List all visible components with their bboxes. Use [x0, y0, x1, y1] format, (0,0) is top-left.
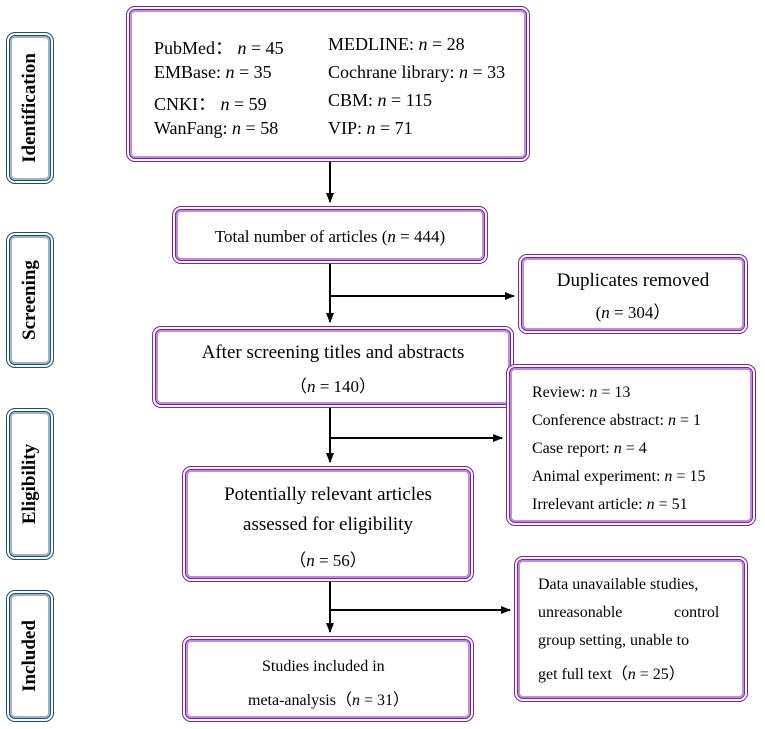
- duplicates-removed-box: Duplicates removed (n = 304）: [518, 254, 748, 334]
- total-articles-box: Total number of articles (n = 444): [172, 206, 488, 264]
- after-screening-box: After screening titles and abstracts （n …: [152, 326, 514, 408]
- stage-eligibility: Eligibility: [6, 408, 54, 560]
- source-medline: MEDLINE: n = 28: [328, 34, 465, 54]
- eligibility-box: Potentially relevant articles assessed f…: [182, 466, 474, 582]
- duplicates-count: (n = 304）: [595, 303, 671, 322]
- unavailable-line2b: control: [674, 604, 720, 621]
- included-line1: Studies included in: [262, 658, 385, 675]
- source-cbm: CBM: n = 115: [328, 90, 433, 110]
- source-wanfang: WanFang: n = 58: [154, 118, 279, 138]
- stage-identification: Identification: [6, 32, 54, 184]
- eligibility-line1: Potentially relevant articles: [224, 484, 432, 505]
- after-screening-count: （n = 140）: [289, 377, 377, 396]
- identification-sources-box: PubMed： n = 45 MEDLINE: n = 28 EMBase: n…: [126, 6, 530, 162]
- source-vip: VIP: n = 71: [328, 118, 413, 138]
- stage-screening: Screening: [6, 232, 54, 368]
- eligibility-count: （n = 56）: [289, 551, 367, 570]
- excluded-fulltext-box: Data unavailable studies, unreasonable c…: [514, 556, 748, 702]
- excluded-records-box: Review: n = 13 Conference abstract: n = …: [506, 364, 756, 526]
- excluded-animal: Animal experiment: n = 15: [532, 468, 706, 485]
- after-screening-title: After screening titles and abstracts: [201, 342, 465, 363]
- unavailable-line2a: unreasonable: [538, 604, 623, 621]
- excluded-review: Review: n = 13: [532, 384, 631, 401]
- source-embase: EMBase: n = 35: [154, 62, 272, 82]
- stage-included: Included: [6, 590, 54, 722]
- eligibility-line2: assessed for eligibility: [243, 514, 413, 535]
- unavailable-line4: get full text（n = 25）: [538, 666, 685, 683]
- source-cochrane: Cochrane library: n = 33: [328, 62, 506, 82]
- total-articles-text: Total number of articles (n = 444): [214, 227, 446, 246]
- source-pubmed: PubMed： n = 45: [154, 38, 284, 58]
- included-studies-box: Studies included in meta-analysis（n = 31…: [182, 636, 474, 722]
- unavailable-line3: group setting, unable to: [538, 632, 690, 649]
- excluded-irrelevant: Irrelevant article: n = 51: [532, 496, 688, 513]
- included-line2: meta-analysis（n = 31）: [248, 692, 410, 709]
- excluded-conference: Conference abstract: n = 1: [532, 412, 701, 429]
- excluded-case-report: Case report: n = 4: [532, 440, 647, 457]
- unavailable-line1: Data unavailable studies,: [538, 576, 699, 593]
- duplicates-title: Duplicates removed: [556, 270, 710, 291]
- source-cnki: CNKI： n = 59: [154, 94, 267, 114]
